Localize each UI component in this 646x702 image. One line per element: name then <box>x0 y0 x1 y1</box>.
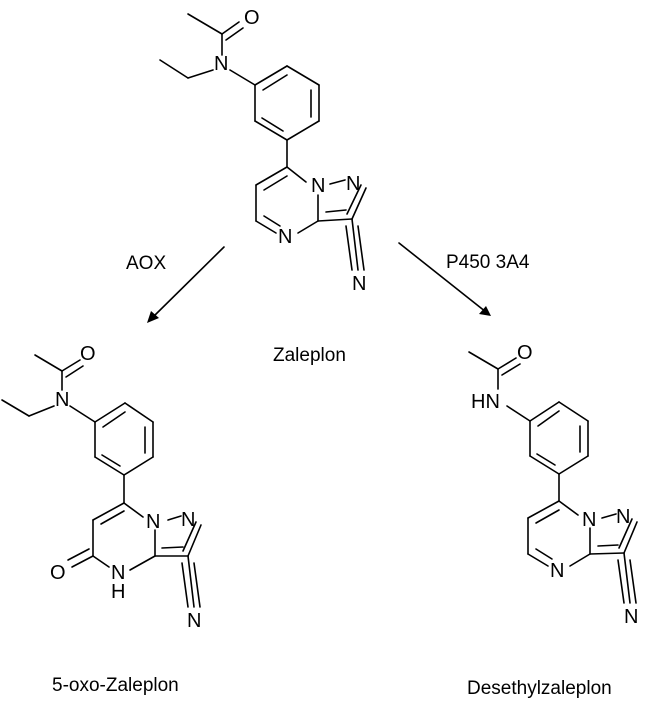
zaleplon-atom-n-bridge: N <box>311 175 325 197</box>
oxo-atom-n-nitrile: N <box>187 610 201 632</box>
desethyl-atom-o: O <box>517 342 533 364</box>
aox-label: AOX <box>126 253 166 274</box>
zaleplon-atom-n-nitrile: N <box>352 273 366 295</box>
oxo-zaleplon-structure: O N N N O N H N <box>1 343 202 632</box>
p450-label: P450 3A4 <box>446 252 530 273</box>
desethyl-atom-n-pyrazole: N <box>616 506 630 528</box>
oxo-atom-o: O <box>80 343 96 365</box>
oxo-atom-n-pyrazole: N <box>181 509 195 531</box>
oxo-atom-nh-n: N <box>111 562 125 584</box>
desethyl-atom-n-nitrile: N <box>624 606 638 628</box>
zaleplon-atom-o: O <box>244 7 260 29</box>
desethyl-atom-n-bridge: N <box>582 509 596 531</box>
oxo-zaleplon-name: 5-oxo-Zaleplon <box>52 675 179 696</box>
zaleplon-atom-n-ring: N <box>278 226 292 248</box>
arrow-p450 <box>398 242 491 316</box>
zaleplon-name: Zaleplon <box>273 345 346 366</box>
desethylzaleplon-name: Desethylzaleplon <box>467 678 612 699</box>
desethyl-atom-hn: HN <box>471 391 500 413</box>
desethylzaleplon-structure: O HN N N N N <box>468 342 638 628</box>
zaleplon-atom-n-pyrazole: N <box>346 173 360 195</box>
desethyl-atom-n-ring: N <box>550 560 564 582</box>
oxo-atom-oxo-o: O <box>50 562 66 584</box>
oxo-atom-n-bridge: N <box>146 511 160 533</box>
zaleplon-atom-n-amide: N <box>214 53 228 75</box>
arrow-aox <box>147 246 225 323</box>
oxo-atom-n-amide: N <box>55 389 69 411</box>
zaleplon-structure: O N N N N N <box>159 7 367 295</box>
oxo-atom-nh-h: H <box>111 581 125 603</box>
